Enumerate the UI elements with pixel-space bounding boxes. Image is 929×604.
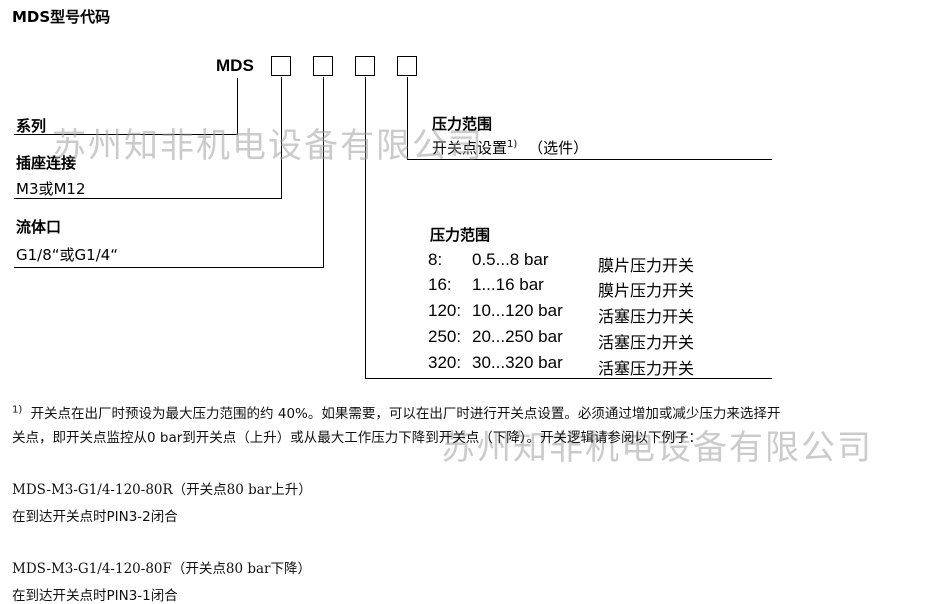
series-connector-vertical bbox=[237, 78, 238, 135]
series-connector-horizontal bbox=[14, 134, 238, 135]
example-code-1: MDS-M3-G1/4-120-80R（开关点80 bar上升） bbox=[12, 482, 312, 498]
switch-setting-text: 开关点设置 bbox=[432, 139, 508, 157]
code-box-1 bbox=[271, 56, 291, 76]
plug-connector-vertical bbox=[281, 77, 282, 199]
range-value: 10...120 bar bbox=[472, 301, 563, 320]
footnote-line-1: 1) 开关点在出厂时预设为最大压力范围的约 40%。如果需要，可以在出厂时进行开… bbox=[12, 402, 781, 423]
code-box-2 bbox=[313, 56, 333, 76]
footnote-text-2: 关点，即开关点监控从0 bar到开关点（上升）或从最大工作压力下降到开关点（下降… bbox=[12, 430, 703, 446]
range-type: 膜片压力开关 bbox=[598, 256, 695, 275]
switch-setting-footnote-marker: 1) bbox=[507, 139, 518, 150]
page-title: MDS型号代码 bbox=[12, 8, 111, 26]
series-label: 系列 bbox=[16, 117, 47, 135]
port-heading: 流体口 bbox=[16, 218, 62, 236]
code-box-3 bbox=[355, 56, 375, 76]
switch-connector-vertical bbox=[407, 77, 408, 160]
example-code-2: MDS-M3-G1/4-120-80F（开关点80 bar下降） bbox=[12, 561, 311, 577]
footnote-marker: 1) bbox=[12, 404, 23, 416]
port-value: G1/8“或G1/4“ bbox=[16, 246, 119, 264]
range-row: 320: 30...320 bar 活塞压力开关 bbox=[428, 353, 758, 378]
switch-optional-text: （选件） bbox=[528, 139, 589, 157]
range-code: 8: bbox=[428, 250, 443, 269]
range-row: 120: 10...120 bar 活塞压力开关 bbox=[428, 301, 758, 326]
range-row: 8: 0.5...8 bar 膜片压力开关 bbox=[428, 250, 758, 275]
example-desc-2: 在到达开关点时PIN3-1闭合 bbox=[12, 588, 178, 604]
footnote-text-1: 开关点在出厂时预设为最大压力范围的约 40%。如果需要，可以在出厂时进行开关点设… bbox=[30, 406, 781, 422]
range-connector-vertical bbox=[365, 77, 366, 379]
switch-connector-horizontal bbox=[407, 159, 772, 160]
range-type: 膜片压力开关 bbox=[598, 281, 695, 300]
plug-connector-horizontal bbox=[14, 198, 282, 199]
range-code: 250: bbox=[428, 327, 462, 346]
code-prefix: MDS bbox=[216, 56, 254, 75]
range-code: 320: bbox=[428, 353, 462, 372]
range-type: 活塞压力开关 bbox=[598, 359, 695, 378]
plug-value: M3或M12 bbox=[16, 180, 86, 198]
range-code: 16: bbox=[428, 275, 452, 294]
watermark-upper: 苏州知非机电设备有限公司 bbox=[52, 126, 484, 166]
range-type: 活塞压力开关 bbox=[598, 307, 695, 326]
range-value: 0.5...8 bar bbox=[472, 250, 549, 269]
port-connector-horizontal bbox=[14, 267, 324, 268]
range-row: 250: 20...250 bar 活塞压力开关 bbox=[428, 327, 758, 352]
range-value: 30...320 bar bbox=[472, 353, 563, 372]
range-connector-horizontal bbox=[365, 378, 772, 379]
port-connector-vertical bbox=[323, 77, 324, 268]
example-desc-1: 在到达开关点时PIN3-2闭合 bbox=[12, 509, 178, 525]
pressure-heading-top: 压力范围 bbox=[432, 115, 493, 133]
range-table-heading: 压力范围 bbox=[430, 226, 491, 244]
range-value: 1...16 bar bbox=[472, 275, 544, 294]
range-row: 16: 1...16 bar 膜片压力开关 bbox=[428, 275, 758, 300]
code-box-4 bbox=[397, 56, 417, 76]
plug-heading: 插座连接 bbox=[16, 154, 77, 172]
switch-setting-label: 开关点设置1) （选件） bbox=[432, 137, 588, 158]
range-type: 活塞压力开关 bbox=[598, 333, 695, 352]
watermark-lower: 苏州知非机电设备有限公司 bbox=[441, 428, 873, 468]
range-value: 20...250 bar bbox=[472, 327, 563, 346]
range-code: 120: bbox=[428, 301, 462, 320]
